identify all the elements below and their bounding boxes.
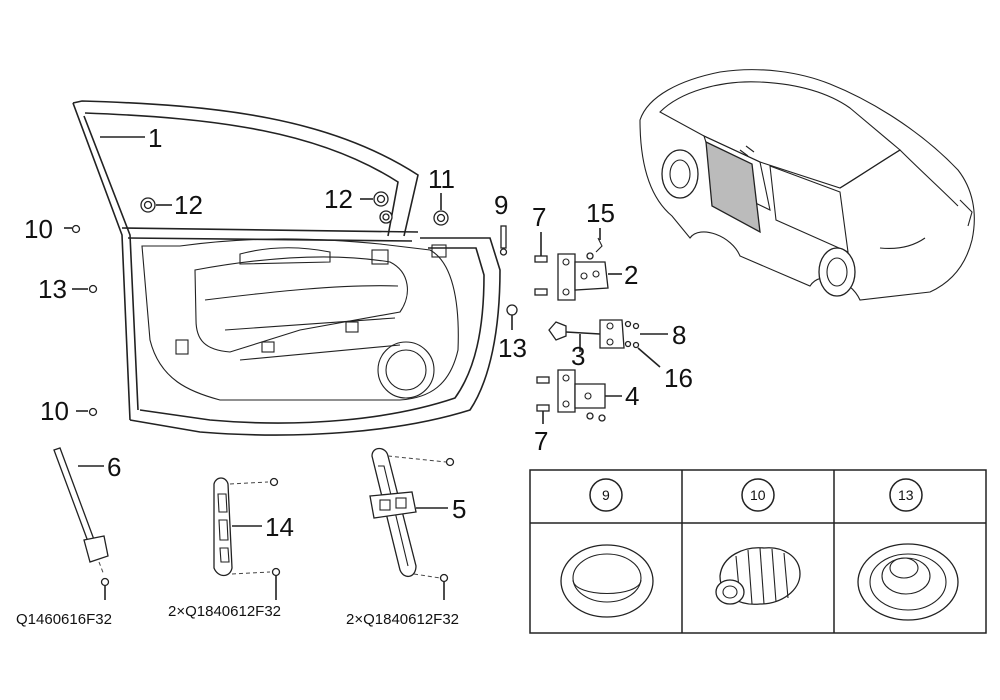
- table-header-13: 13: [898, 487, 914, 503]
- callout-11: 11: [428, 164, 455, 194]
- upper-hinge: [534, 228, 622, 301]
- detail-plug-10: [715, 547, 801, 605]
- detail-plug-13: [857, 543, 959, 621]
- callout-15: 15: [586, 198, 615, 228]
- part-code-reinforcement: 2×Q1840612F32: [346, 611, 459, 628]
- strap-6: [53, 447, 110, 600]
- callout-14: 14: [265, 512, 294, 542]
- reinforcement-5: [369, 447, 455, 600]
- callout-1: 1: [148, 123, 162, 153]
- callout-7-top: 7: [532, 202, 546, 232]
- callout-13-left: 13: [38, 274, 67, 304]
- front-door-assembly: [72, 100, 501, 436]
- bracket-14: [213, 477, 281, 600]
- callout-4: 4: [625, 381, 639, 411]
- callout-6: 6: [107, 452, 121, 482]
- part-code-strap: Q1460616F32: [16, 611, 112, 628]
- callout-5: 5: [452, 494, 466, 524]
- callout-9: 9: [494, 190, 508, 220]
- grommet-11: [433, 193, 449, 226]
- pin-9: [499, 225, 508, 256]
- part-code-bracket: 2×Q1840612F32: [168, 603, 281, 620]
- callout-12-left: 12: [174, 190, 203, 220]
- callout-13-middle: 13: [498, 333, 527, 363]
- plug-13-middle: [506, 304, 518, 330]
- grommet-12-left: [140, 197, 172, 213]
- callout-10-bottom: 10: [40, 396, 69, 426]
- callout-7-bottom: 7: [534, 426, 548, 456]
- table-header-9: 9: [602, 487, 610, 503]
- grommet-12-right: [360, 191, 393, 224]
- car-illustration: [639, 69, 975, 301]
- plug-13-left: [72, 284, 98, 294]
- table-header-10: 10: [750, 487, 766, 503]
- plug-10-bottom: [76, 407, 98, 417]
- callout-16: 16: [664, 363, 693, 393]
- plug-10-top: [64, 224, 81, 234]
- detail-grommet-9: [560, 544, 654, 618]
- callout-12-right: 12: [324, 184, 353, 214]
- door-check: [548, 319, 668, 368]
- callout-2: 2: [624, 260, 638, 290]
- callout-10-top: 10: [24, 214, 53, 244]
- lower-hinge: [536, 369, 622, 424]
- callout-8: 8: [672, 320, 686, 350]
- detail-table: [529, 469, 987, 634]
- callout-3: 3: [571, 341, 585, 371]
